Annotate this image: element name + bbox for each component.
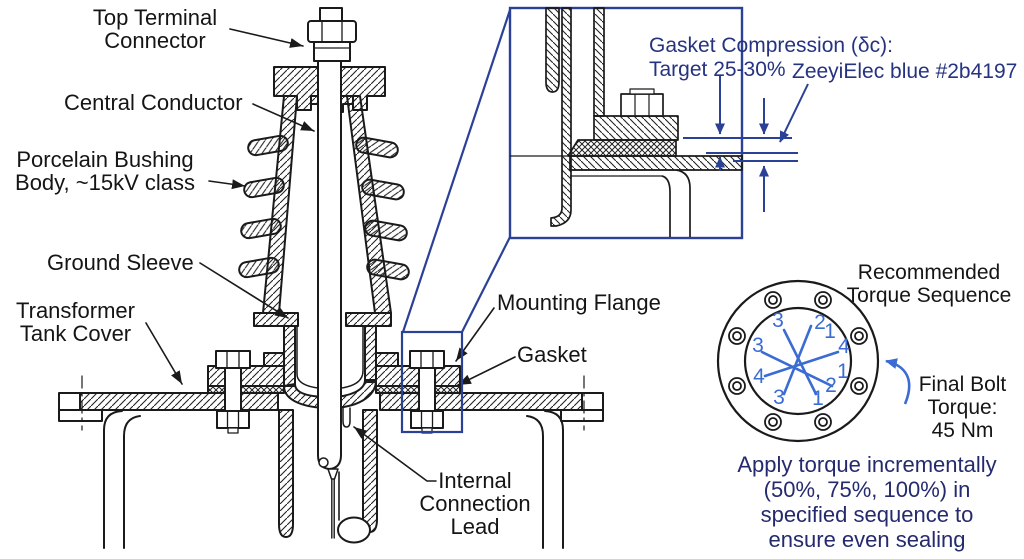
gasket-compression-note: Gasket Compression (δc): Target 25-30% <box>649 34 893 81</box>
label-gasket: Gasket <box>517 342 587 367</box>
detail-source-box <box>400 330 464 434</box>
porcelain-wall-left <box>262 95 298 314</box>
gasket-compression-dimensions <box>683 76 809 212</box>
bolt-sequence-number: 4 <box>753 365 765 388</box>
bolt-sequence-number: 1 <box>837 360 849 383</box>
label-porcelain-bushing: Porcelain Bushing Body, ~15kV class <box>15 147 195 195</box>
final-bolt-torque-label: Final Bolt Torque: 45 Nm <box>918 373 1007 442</box>
flange-bolt-left <box>215 350 251 434</box>
bolt-sequence-number: 2 <box>814 311 826 334</box>
inset-gasket <box>567 139 677 157</box>
porcelain-wall-right <box>346 95 392 314</box>
label-top-terminal-connector: Top Terminal Connector <box>92 5 218 53</box>
bolt-sequence-number: 1 <box>812 387 824 410</box>
bolt-sequence-number: 3 <box>773 386 785 409</box>
bolt-sequence-number: 2 <box>825 374 837 397</box>
flange-bolt-holes <box>728 291 868 431</box>
label-internal-connection-lead: Internal Connection Lead <box>419 468 531 539</box>
bolt-sequence-number: 1 <box>824 320 836 343</box>
criss-cross-sequence-lines <box>760 324 840 396</box>
label-leader-lines <box>145 28 516 482</box>
top-terminal-assembly <box>307 7 357 62</box>
bolt-sequence-number: 4 <box>838 335 850 358</box>
torque-procedure-note: Apply torque incrementally (50%, 75%, 10… <box>737 452 997 552</box>
label-transformer-tank-cover: Transformer Tank Cover <box>16 298 135 346</box>
central-conductor-rod <box>317 60 342 470</box>
torque-sequence-title: Recommended Torque Sequence <box>846 261 1012 307</box>
final-torque-arrow <box>885 358 911 405</box>
label-ground-sleeve: Ground Sleeve <box>47 250 194 275</box>
label-central-conductor: Central Conductor <box>64 90 243 115</box>
brand-blue-label: ZeeyiElec blue #2b4197 <box>792 60 1018 83</box>
torque-sequence-diagram <box>716 279 911 443</box>
bushing-cross-section <box>58 7 604 549</box>
flange-bolt-right <box>409 350 445 434</box>
detail-inset-drawing <box>510 7 743 237</box>
bolt-sequence-number: 3 <box>752 334 764 357</box>
lead-attachment-tab <box>342 407 351 428</box>
bolt-sequence-number: 3 <box>772 309 784 332</box>
label-mounting-flange: Mounting Flange <box>497 290 661 315</box>
